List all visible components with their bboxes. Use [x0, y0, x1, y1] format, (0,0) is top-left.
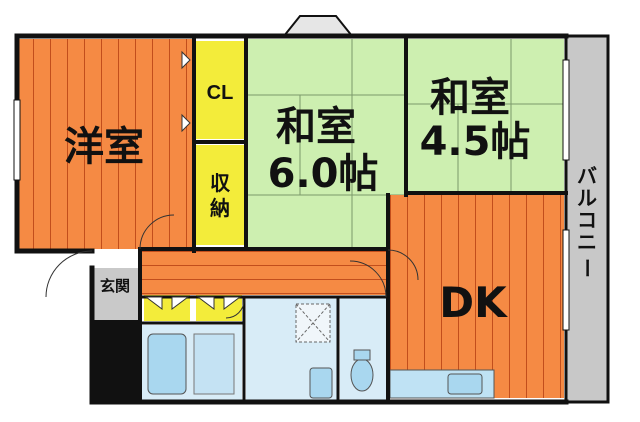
- balcony-label-3: コ: [577, 208, 597, 232]
- balcony-label-1: バ: [577, 164, 597, 188]
- door-swings: [45, 214, 419, 319]
- kitchen-sink: [447, 373, 483, 395]
- bath-floor: [193, 333, 235, 395]
- western-room: [17, 39, 192, 249]
- closet-cl: [194, 41, 244, 139]
- storage-label-1: 収: [210, 171, 231, 195]
- japanese-room-small: [406, 39, 564, 191]
- hallway: [140, 249, 390, 295]
- japanese-small-label: 和室: [430, 75, 510, 121]
- closet-door-marks: [144, 50, 242, 310]
- japanese-small-size: 4.5帖: [420, 119, 531, 165]
- entrance-dark: [92, 320, 138, 402]
- entrance: [92, 268, 138, 320]
- balcony-label-4: ニ: [577, 230, 597, 254]
- balcony-label-2: ル: [577, 186, 597, 210]
- storage-label-2: 納: [210, 196, 230, 220]
- dk-room: [388, 195, 564, 398]
- japanese-large-label: 和室: [276, 104, 356, 150]
- dk-label: DK: [439, 278, 508, 327]
- japanese-room-large: [248, 39, 404, 247]
- japanese-large-size: 6.0帖: [268, 151, 379, 197]
- wash-basin: [309, 367, 333, 399]
- closet-cl-label: CL: [207, 82, 234, 104]
- balcony: [564, 34, 610, 404]
- bay-window: [281, 15, 355, 37]
- bathtub: [147, 333, 187, 395]
- entrance-label: 玄関: [100, 277, 130, 295]
- storage-closet: [194, 145, 244, 245]
- toilet: [350, 358, 374, 392]
- balcony-label-5: ー: [575, 258, 599, 278]
- window-marks: [13, 59, 570, 331]
- western-room-label: 洋室: [64, 124, 144, 170]
